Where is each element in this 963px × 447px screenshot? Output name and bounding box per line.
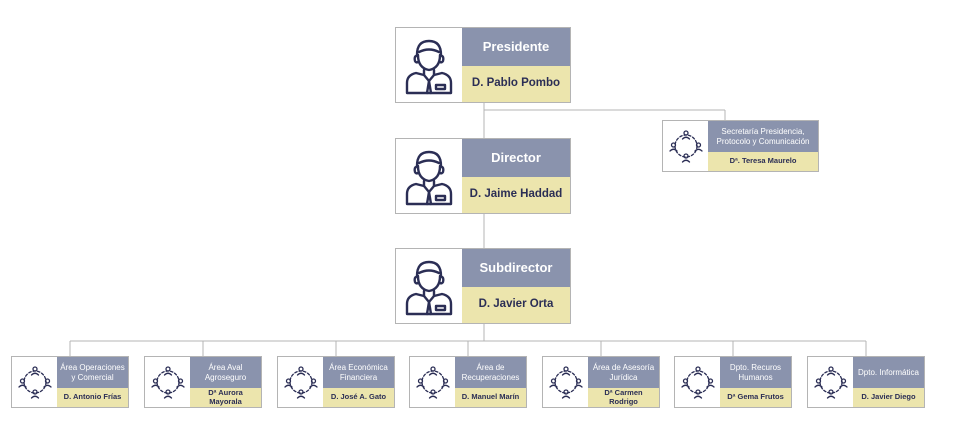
card-dpto-informatica: Dpto. Informática D. Javier Diego: [807, 356, 925, 408]
network-people-icon: [675, 357, 720, 407]
card-role: Director: [462, 139, 570, 177]
card-area-economica: Área Económica Financiera D. José A. Gat…: [277, 356, 395, 408]
card-role: Área Operaciones y Comercial: [57, 357, 128, 388]
network-people-icon: [278, 357, 323, 407]
card-area-aval-agroseguro: Área Aval Agroseguro Dª Aurora Mayorala: [144, 356, 262, 408]
card-name: Dª Gema Frutos: [720, 388, 791, 407]
network-people-icon: [663, 121, 708, 171]
card-role: Subdirector: [462, 249, 570, 287]
card-name: D. Antonio Frías: [57, 388, 128, 407]
card-name: D. Javier Orta: [462, 287, 570, 323]
card-name: D. José A. Gato: [323, 388, 394, 407]
card-area-asesoria: Área de Asesoría Jurídica Dª Carmen Rodr…: [542, 356, 660, 408]
card-name: Dª. Teresa Maurelo: [708, 152, 818, 171]
card-role: Secretaría Presidencia, Protocolo y Comu…: [708, 121, 818, 152]
card-area-operaciones: Área Operaciones y Comercial D. Antonio …: [11, 356, 129, 408]
card-role: Área Económica Financiera: [323, 357, 394, 388]
network-people-icon: [410, 357, 455, 407]
card-name: Dª Carmen Rodrigo: [588, 388, 659, 407]
card-dpto-rrhh: Dpto. Recuros Humanos Dª Gema Frutos: [674, 356, 792, 408]
card-role: Área Aval Agroseguro: [190, 357, 261, 388]
card-presidente: Presidente D. Pablo Pombo: [395, 27, 571, 103]
card-director: Director D. Jaime Haddad: [395, 138, 571, 214]
card-name: D. Pablo Pombo: [462, 66, 570, 102]
card-role: Dpto. Informática: [853, 357, 924, 388]
card-role: Dpto. Recuros Humanos: [720, 357, 791, 388]
person-icon: [396, 28, 462, 102]
card-area-recuperaciones: Área de Recuperaciones D. Manuel Marín: [409, 356, 527, 408]
card-role: Área de Asesoría Jurídica: [588, 357, 659, 388]
card-secretaria: Secretaría Presidencia, Protocolo y Comu…: [662, 120, 819, 172]
card-name: D. Jaime Haddad: [462, 177, 570, 213]
network-people-icon: [12, 357, 57, 407]
network-people-icon: [543, 357, 588, 407]
network-people-icon: [808, 357, 853, 407]
card-role: Presidente: [462, 28, 570, 66]
person-icon: [396, 139, 462, 213]
card-name: D. Javier Diego: [853, 388, 924, 407]
card-subdirector: Subdirector D. Javier Orta: [395, 248, 571, 324]
person-icon: [396, 249, 462, 323]
card-name: Dª Aurora Mayorala: [190, 388, 261, 407]
card-name: D. Manuel Marín: [455, 388, 526, 407]
card-role: Área de Recuperaciones: [455, 357, 526, 388]
network-people-icon: [145, 357, 190, 407]
